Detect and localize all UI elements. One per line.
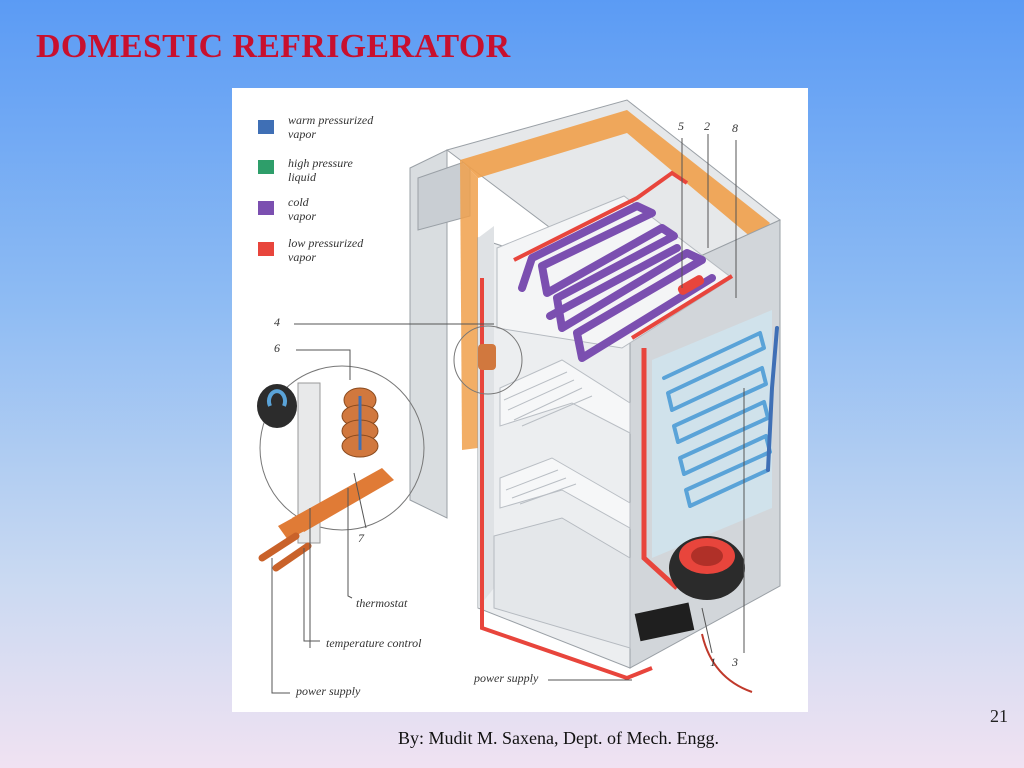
legend-item-warm-line2: vapor	[288, 127, 316, 141]
legend-item-high-line2: liquid	[288, 170, 317, 184]
callouts	[271, 134, 745, 694]
callout-8: 8	[732, 121, 738, 135]
label-temperature-control: temperature control	[326, 636, 422, 650]
legend-swatch-high	[258, 160, 274, 174]
inset-circle	[453, 325, 523, 395]
shelves	[499, 359, 631, 529]
callout-1: 1	[710, 655, 716, 669]
callout-5: 5	[678, 119, 684, 133]
legend-item-low-line2: vapor	[288, 250, 316, 264]
legend-swatch-cold	[258, 201, 274, 215]
fridge-door	[409, 149, 448, 519]
legend-item-high-line1: high pressure	[288, 156, 353, 170]
thermostat-assembly	[257, 382, 394, 572]
label-power-supply-bottom: power supply	[473, 671, 539, 685]
insulation-band	[460, 110, 770, 238]
slide-title: DOMESTIC REFRIGERATOR	[36, 28, 511, 65]
callout-4: 4	[274, 315, 280, 329]
legend: warm pressurized vapor high pressure liq…	[258, 113, 374, 264]
legend-item-cold-line2: vapor	[288, 209, 316, 223]
power-cord	[701, 633, 753, 693]
legend-swatch-low	[258, 242, 274, 256]
legend-item-warm-line1: warm pressurized	[288, 113, 374, 127]
refrigerator-diagram: warm pressurized vapor high pressure liq…	[232, 88, 808, 712]
callout-2: 2	[704, 119, 710, 133]
legend-item-low-line1: low pressurized	[288, 236, 364, 250]
callout-6: 6	[274, 341, 280, 355]
label-thermostat: thermostat	[356, 596, 408, 610]
thermostat-detail-circle	[259, 365, 425, 531]
evaporator-coils	[518, 202, 716, 362]
compressor	[634, 536, 745, 642]
condenser-coils	[662, 326, 779, 508]
label-power-supply-left: power supply	[295, 684, 361, 698]
callout-3: 3	[731, 655, 738, 669]
slide-footer: By: Mudit M. Saxena, Dept. of Mech. Engg…	[398, 728, 719, 748]
slide-number: 21	[990, 706, 1008, 726]
callout-7: 7	[358, 531, 365, 545]
legend-swatch-warm	[258, 120, 274, 134]
crisper-drawer	[493, 517, 631, 649]
legend-item-cold-line1: cold	[288, 195, 310, 209]
